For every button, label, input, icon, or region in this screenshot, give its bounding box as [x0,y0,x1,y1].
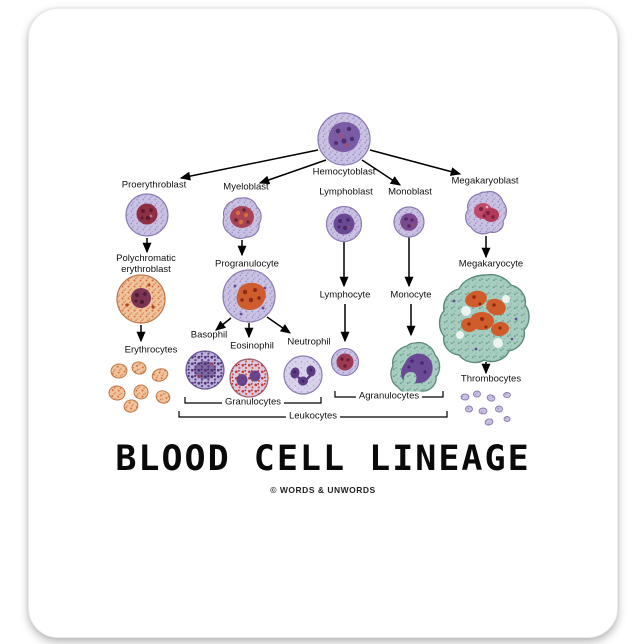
copyright-text: © WORDS & UNWORDS [270,485,376,495]
lymphocyte-cell-icon [330,347,360,377]
megakaryocyte-cell-icon [438,273,530,364]
lymphoblast-cell-icon [325,205,363,243]
thrombocytes-cells-icon [460,390,511,426]
polychromatic-erythroblast-cell-icon [116,274,166,324]
label-erythrocytes: Erythrocytes [124,344,178,356]
label-myeloblast: Myeloblast [223,181,269,193]
hemocytoblast-cell-icon [317,112,371,166]
label-leukocytes: Leukocytes [285,411,341,423]
label-basophil: Basophil [190,329,228,341]
label-granulocytes: Granulocytes [222,397,284,409]
megakaryoblast-cell-icon [465,190,507,235]
progranulocyte-cell-icon [222,269,276,323]
page-title: BLOOD CELL LINEAGE [115,439,531,479]
mousepad: Hemocytoblast Proerythroblast Myeloblast… [28,8,618,638]
monocyte-cell-icon [390,341,441,395]
monoblast-cell-icon [393,206,425,238]
label-monoblast: Monoblast [388,186,432,198]
label-polychromatic-erythroblast: Polychromatic erythroblast [116,253,176,275]
label-proerythroblast: Proerythroblast [121,179,187,191]
label-eosinophil: Eosinophil [230,340,274,352]
label-hemocytoblast: Hemocytoblast [312,166,376,178]
label-progranulocyte: Progranulocyte [215,258,279,270]
neutrophil-cell-icon [283,355,323,395]
erythrocytes-cells-icon [108,361,171,413]
label-lymphocyte: Lymphocyte [319,289,371,301]
label-thrombocytes: Thrombocytes [460,373,522,385]
label-lymphoblast: Lymphoblast [319,186,373,198]
label-monocyte: Monocyte [390,289,432,301]
label-megakaryoblast: Megakaryoblast [451,175,519,187]
label-agranulocytes: Agranulocytes [355,391,423,403]
basophil-cell-icon [185,350,225,390]
eosinophil-cell-icon [229,358,269,398]
myeloblast-cell-icon [222,197,262,239]
proerythroblast-cell-icon [125,193,169,237]
label-megakaryocyte: Megakaryocyte [458,258,524,270]
label-neutrophil: Neutrophil [287,336,331,348]
